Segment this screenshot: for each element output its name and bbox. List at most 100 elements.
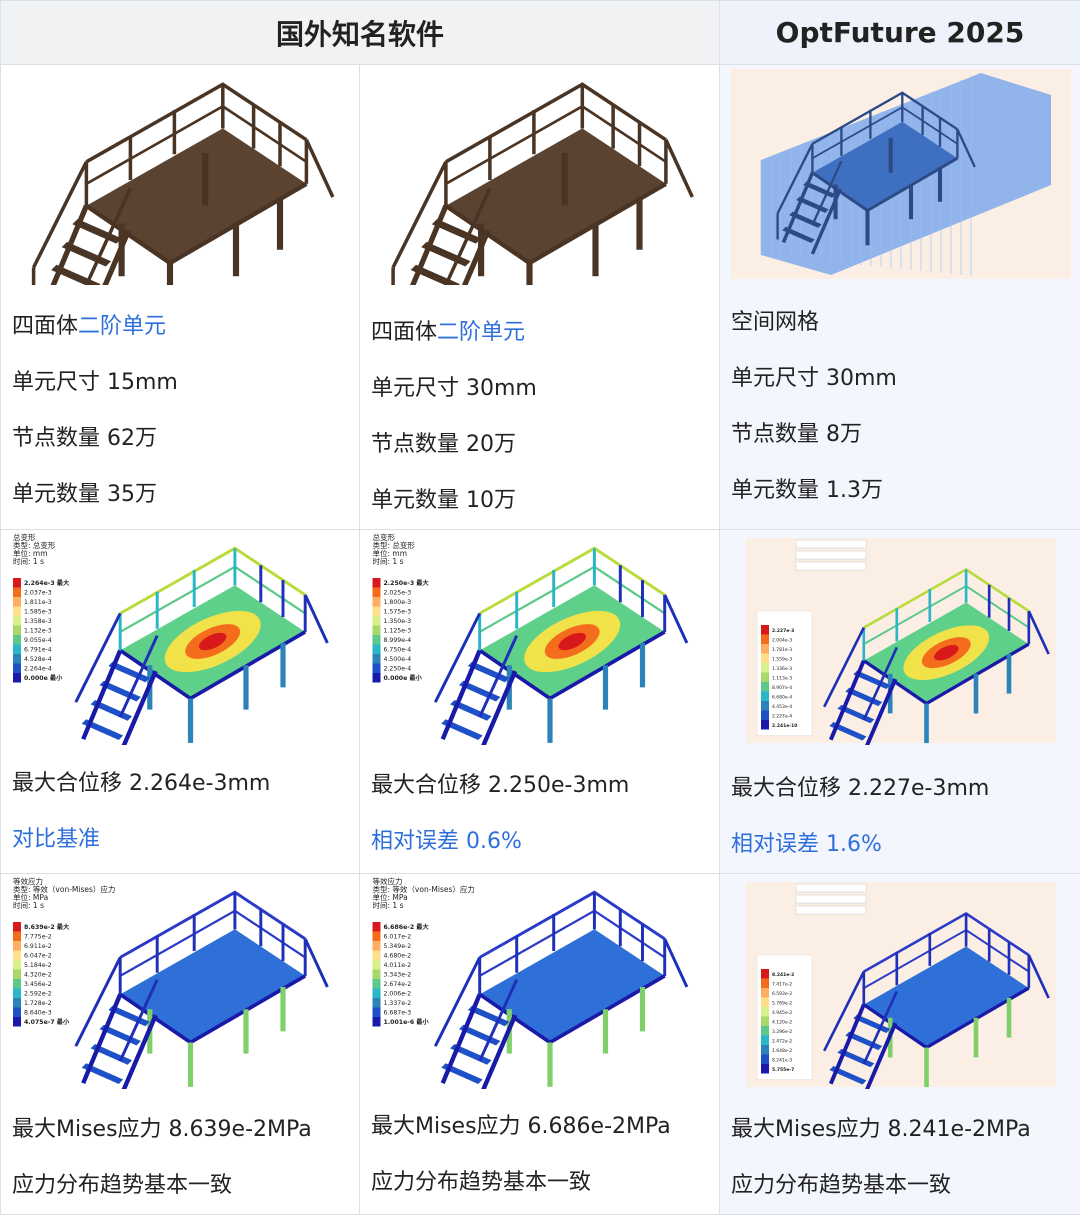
svg-text:6.680e-4: 6.680e-4 xyxy=(772,695,792,701)
displacement-cell-c: 2.227e-3 2.004e-3 1.781e-3 1.559e-3 1.336e-3… xyxy=(720,530,1080,874)
svg-text:8.640e-3: 8.640e-3 xyxy=(24,1010,52,1017)
svg-text:1.132e-3: 1.132e-3 xyxy=(24,628,52,635)
svg-text:1.358e-3: 1.358e-3 xyxy=(24,618,52,625)
max-mises-stress: 最大Mises应力 8.241e-2MPa xyxy=(720,1102,1080,1158)
svg-text:1.113e-3: 1.113e-3 xyxy=(772,676,792,682)
mesh-cell-b: 四面体二阶单元 单元尺寸 30mm 节点数量 20万 单元数量 10万 xyxy=(360,65,720,530)
svg-text:2.006e-2: 2.006e-2 xyxy=(384,991,412,998)
svg-text:4.680e-2: 4.680e-2 xyxy=(384,953,412,960)
svg-text:4.500e-4: 4.500e-4 xyxy=(384,656,412,663)
element-count: 单元数量 1.3万 xyxy=(720,463,1080,519)
max-mises-stress: 最大Mises应力 8.639e-2MPa xyxy=(1,1102,359,1158)
svg-text:2.227e-3: 2.227e-3 xyxy=(772,628,794,634)
svg-text:6.750e-4: 6.750e-4 xyxy=(384,647,412,654)
mesh-size: 单元尺寸 30mm xyxy=(360,361,719,417)
svg-text:2.227e-4: 2.227e-4 xyxy=(772,714,792,720)
svg-text:2.241e-10: 2.241e-10 xyxy=(772,723,797,729)
svg-text:时间: 1 s: 时间: 1 s xyxy=(13,900,44,910)
node-count: 节点数量 62万 xyxy=(1,411,359,467)
svg-text:2.025e-3: 2.025e-3 xyxy=(384,590,412,597)
svg-text:8.999e-4: 8.999e-4 xyxy=(384,637,412,644)
element-count: 单元数量 10万 xyxy=(360,473,719,529)
svg-text:1.559e-3: 1.559e-3 xyxy=(772,657,792,663)
svg-text:2.264e-3 最大: 2.264e-3 最大 xyxy=(24,579,70,587)
relative-error: 相对误差 0.6% xyxy=(360,814,719,870)
svg-text:2.250e-3 最大: 2.250e-3 最大 xyxy=(384,579,430,587)
svg-text:4.120e-2: 4.120e-2 xyxy=(772,1020,792,1026)
svg-text:7.775e-2: 7.775e-2 xyxy=(24,934,52,941)
svg-text:4.320e-2: 4.320e-2 xyxy=(24,972,52,979)
svg-text:8.241e-3: 8.241e-3 xyxy=(772,1058,792,1064)
mesh-type: 四面体二阶单元 xyxy=(360,305,719,361)
mesh-cell-a: 四面体二阶单元 单元尺寸 15mm 节点数量 62万 单元数量 35万 xyxy=(1,65,360,530)
header-foreign-software: 国外知名软件 xyxy=(1,1,720,65)
svg-text:8.639e-2 最大: 8.639e-2 最大 xyxy=(24,923,70,931)
svg-text:2.037e-3: 2.037e-3 xyxy=(24,590,52,597)
svg-text:1.575e-3: 1.575e-3 xyxy=(384,609,412,616)
svg-text:4.945e-2: 4.945e-2 xyxy=(772,1010,792,1016)
svg-text:时间: 1 s: 时间: 1 s xyxy=(13,556,44,566)
svg-text:1.585e-3: 1.585e-3 xyxy=(24,609,52,616)
comparison-note: 对比基准 xyxy=(1,812,359,868)
svg-text:2.472e-2: 2.472e-2 xyxy=(772,1039,792,1045)
svg-text:6.911e-2: 6.911e-2 xyxy=(24,943,52,950)
svg-text:0.000e 最小: 0.000e 最小 xyxy=(24,674,63,682)
svg-text:6.593e-2: 6.593e-2 xyxy=(772,991,792,997)
svg-text:7.417e-2: 7.417e-2 xyxy=(772,982,792,988)
svg-text:2.592e-2: 2.592e-2 xyxy=(24,991,52,998)
svg-text:1.728e-2: 1.728e-2 xyxy=(24,1000,52,1007)
svg-text:4.453e-4: 4.453e-4 xyxy=(772,704,792,710)
max-displacement: 最大合位移 2.227e-3mm xyxy=(720,761,1080,817)
platform-model-image xyxy=(1,65,359,285)
svg-text:5.755e-7: 5.755e-7 xyxy=(772,1067,794,1073)
svg-text:1.811e-3: 1.811e-3 xyxy=(24,599,52,606)
svg-text:1.781e-3: 1.781e-3 xyxy=(772,647,792,653)
svg-text:1.337e-2: 1.337e-2 xyxy=(384,1000,412,1007)
svg-text:5.769e-2: 5.769e-2 xyxy=(772,1001,792,1007)
mesh-size: 单元尺寸 30mm xyxy=(720,351,1080,407)
svg-text:1.350e-3: 1.350e-3 xyxy=(384,618,412,625)
max-displacement: 最大合位移 2.250e-3mm xyxy=(360,758,719,814)
svg-text:6.047e-2: 6.047e-2 xyxy=(24,953,52,960)
svg-text:5.349e-2: 5.349e-2 xyxy=(384,943,412,950)
svg-text:9.055e-4: 9.055e-4 xyxy=(24,637,52,644)
svg-text:6.686e-2 最大: 6.686e-2 最大 xyxy=(384,923,430,931)
svg-text:6.017e-2: 6.017e-2 xyxy=(384,934,412,941)
displacement-contour-image: 2.227e-3 2.004e-3 1.781e-3 1.559e-3 1.336e-3… xyxy=(720,530,1080,750)
header-row: 国外知名软件 OptFuture 2025 xyxy=(1,1,1080,65)
relative-error: 相对误差 1.6% xyxy=(720,817,1080,873)
voxel-mesh-image xyxy=(720,65,1080,285)
svg-text:1.648e-2: 1.648e-2 xyxy=(772,1048,792,1054)
trend-note: 应力分布趋势基本一致 xyxy=(360,1155,719,1211)
svg-text:8.907e-4: 8.907e-4 xyxy=(772,685,792,691)
element-count: 单元数量 35万 xyxy=(1,467,359,523)
mesh-cell-c: 空间网格 单元尺寸 30mm 节点数量 8万 单元数量 1.3万 xyxy=(720,65,1080,530)
svg-text:1.001e-6 最小: 1.001e-6 最小 xyxy=(384,1018,430,1026)
svg-text:时间: 1 s: 时间: 1 s xyxy=(373,900,404,910)
header-optfuture: OptFuture 2025 xyxy=(720,1,1080,65)
svg-text:时间: 1 s: 时间: 1 s xyxy=(373,556,404,566)
mesh-row: 四面体二阶单元 单元尺寸 15mm 节点数量 62万 单元数量 35万 四面体二… xyxy=(1,65,1080,530)
svg-text:6.791e-4: 6.791e-4 xyxy=(24,647,52,654)
node-count: 节点数量 20万 xyxy=(360,417,719,473)
svg-text:2.264e-4: 2.264e-4 xyxy=(24,666,52,673)
svg-text:2.004e-3: 2.004e-3 xyxy=(772,638,792,644)
trend-note: 应力分布趋势基本一致 xyxy=(720,1158,1080,1214)
mesh-type: 空间网格 xyxy=(720,295,1080,351)
svg-text:1.336e-3: 1.336e-3 xyxy=(772,666,792,672)
node-count: 节点数量 8万 xyxy=(720,407,1080,463)
svg-text:4.528e-4: 4.528e-4 xyxy=(24,656,52,663)
svg-text:3.343e-2: 3.343e-2 xyxy=(384,972,412,979)
mesh-type: 四面体二阶单元 xyxy=(1,299,359,355)
